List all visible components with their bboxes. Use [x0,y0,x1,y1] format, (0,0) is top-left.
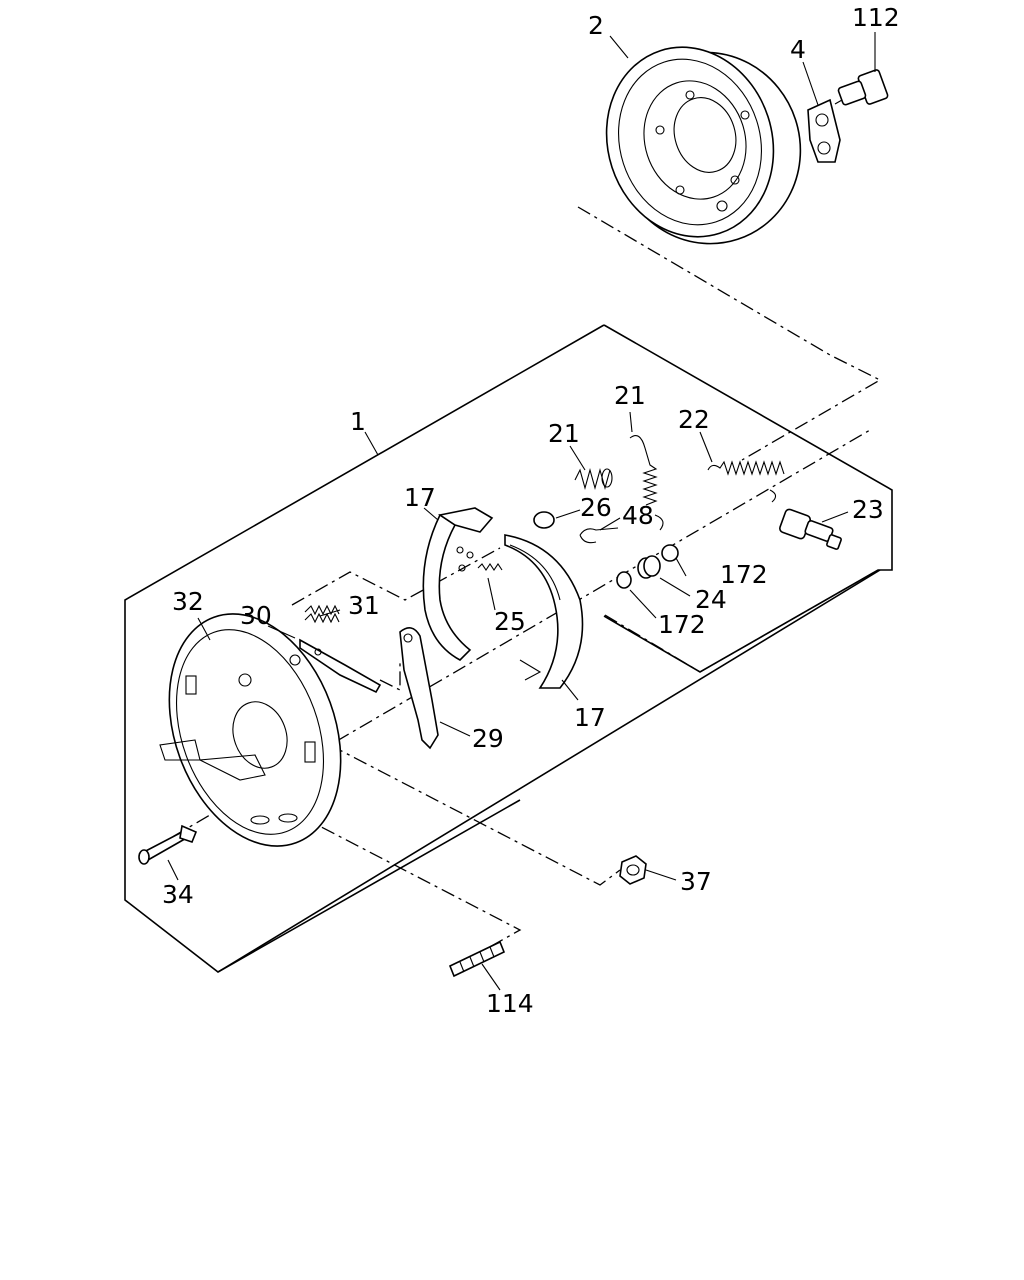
callout-30: 30 [240,601,272,630]
spring-cup [637,555,661,579]
callout-31: 31 [348,591,380,620]
return-spring-upper [629,435,664,531]
callout-32: 32 [172,587,204,616]
adjuster [779,508,842,550]
washer [533,511,555,529]
stud [448,940,506,978]
bolt [834,69,889,106]
assembly-frame-left [124,324,605,973]
lever [299,638,382,694]
washer-upper [661,544,679,562]
brake-shoe-right [504,534,584,689]
callout-4: 4 [790,35,806,64]
callout-21-left: 21 [548,419,580,448]
mounting-bolt [138,824,198,865]
bracket [807,98,841,163]
callout-114: 114 [486,989,534,1018]
pin-centerline [379,660,401,692]
brake-shoe-left [422,507,494,661]
drum-centerline [577,206,882,461]
callout-22: 22 [678,405,710,434]
callout-25: 25 [494,607,526,636]
callout-2: 2 [588,11,604,40]
washer-lower [616,571,632,589]
callout-48: 48 [622,501,654,530]
callout-23: 23 [852,495,884,524]
callout-34: 34 [162,880,194,909]
nut [619,855,647,885]
brake-drum [605,46,802,245]
callout-37: 37 [680,867,712,896]
callout-17-lower: 17 [574,703,606,732]
callout-1: 1 [350,407,366,436]
return-spring-right [707,460,785,503]
small-spring [304,604,340,624]
hold-spring [574,467,613,491]
callout-172-upper: 172 [720,560,768,589]
callout-21-right: 21 [614,381,646,410]
stud-centerline [249,789,522,959]
callout-17-upper: 17 [404,483,436,512]
backing-plate [159,613,342,847]
assembly-frame-bottom [217,569,881,973]
callout-112: 112 [852,3,900,32]
bolt-centerline [329,744,621,886]
callout-24: 24 [695,585,727,614]
clip [579,527,619,544]
leader-lines [167,32,876,991]
callout-29: 29 [472,724,504,753]
spring-centerline [291,547,501,606]
adjuster-centerline [604,569,879,673]
callout-172-lower: 172 [658,610,706,639]
shoe-spring [477,563,503,571]
callout-26: 26 [580,493,612,522]
parking-lever [399,627,439,750]
